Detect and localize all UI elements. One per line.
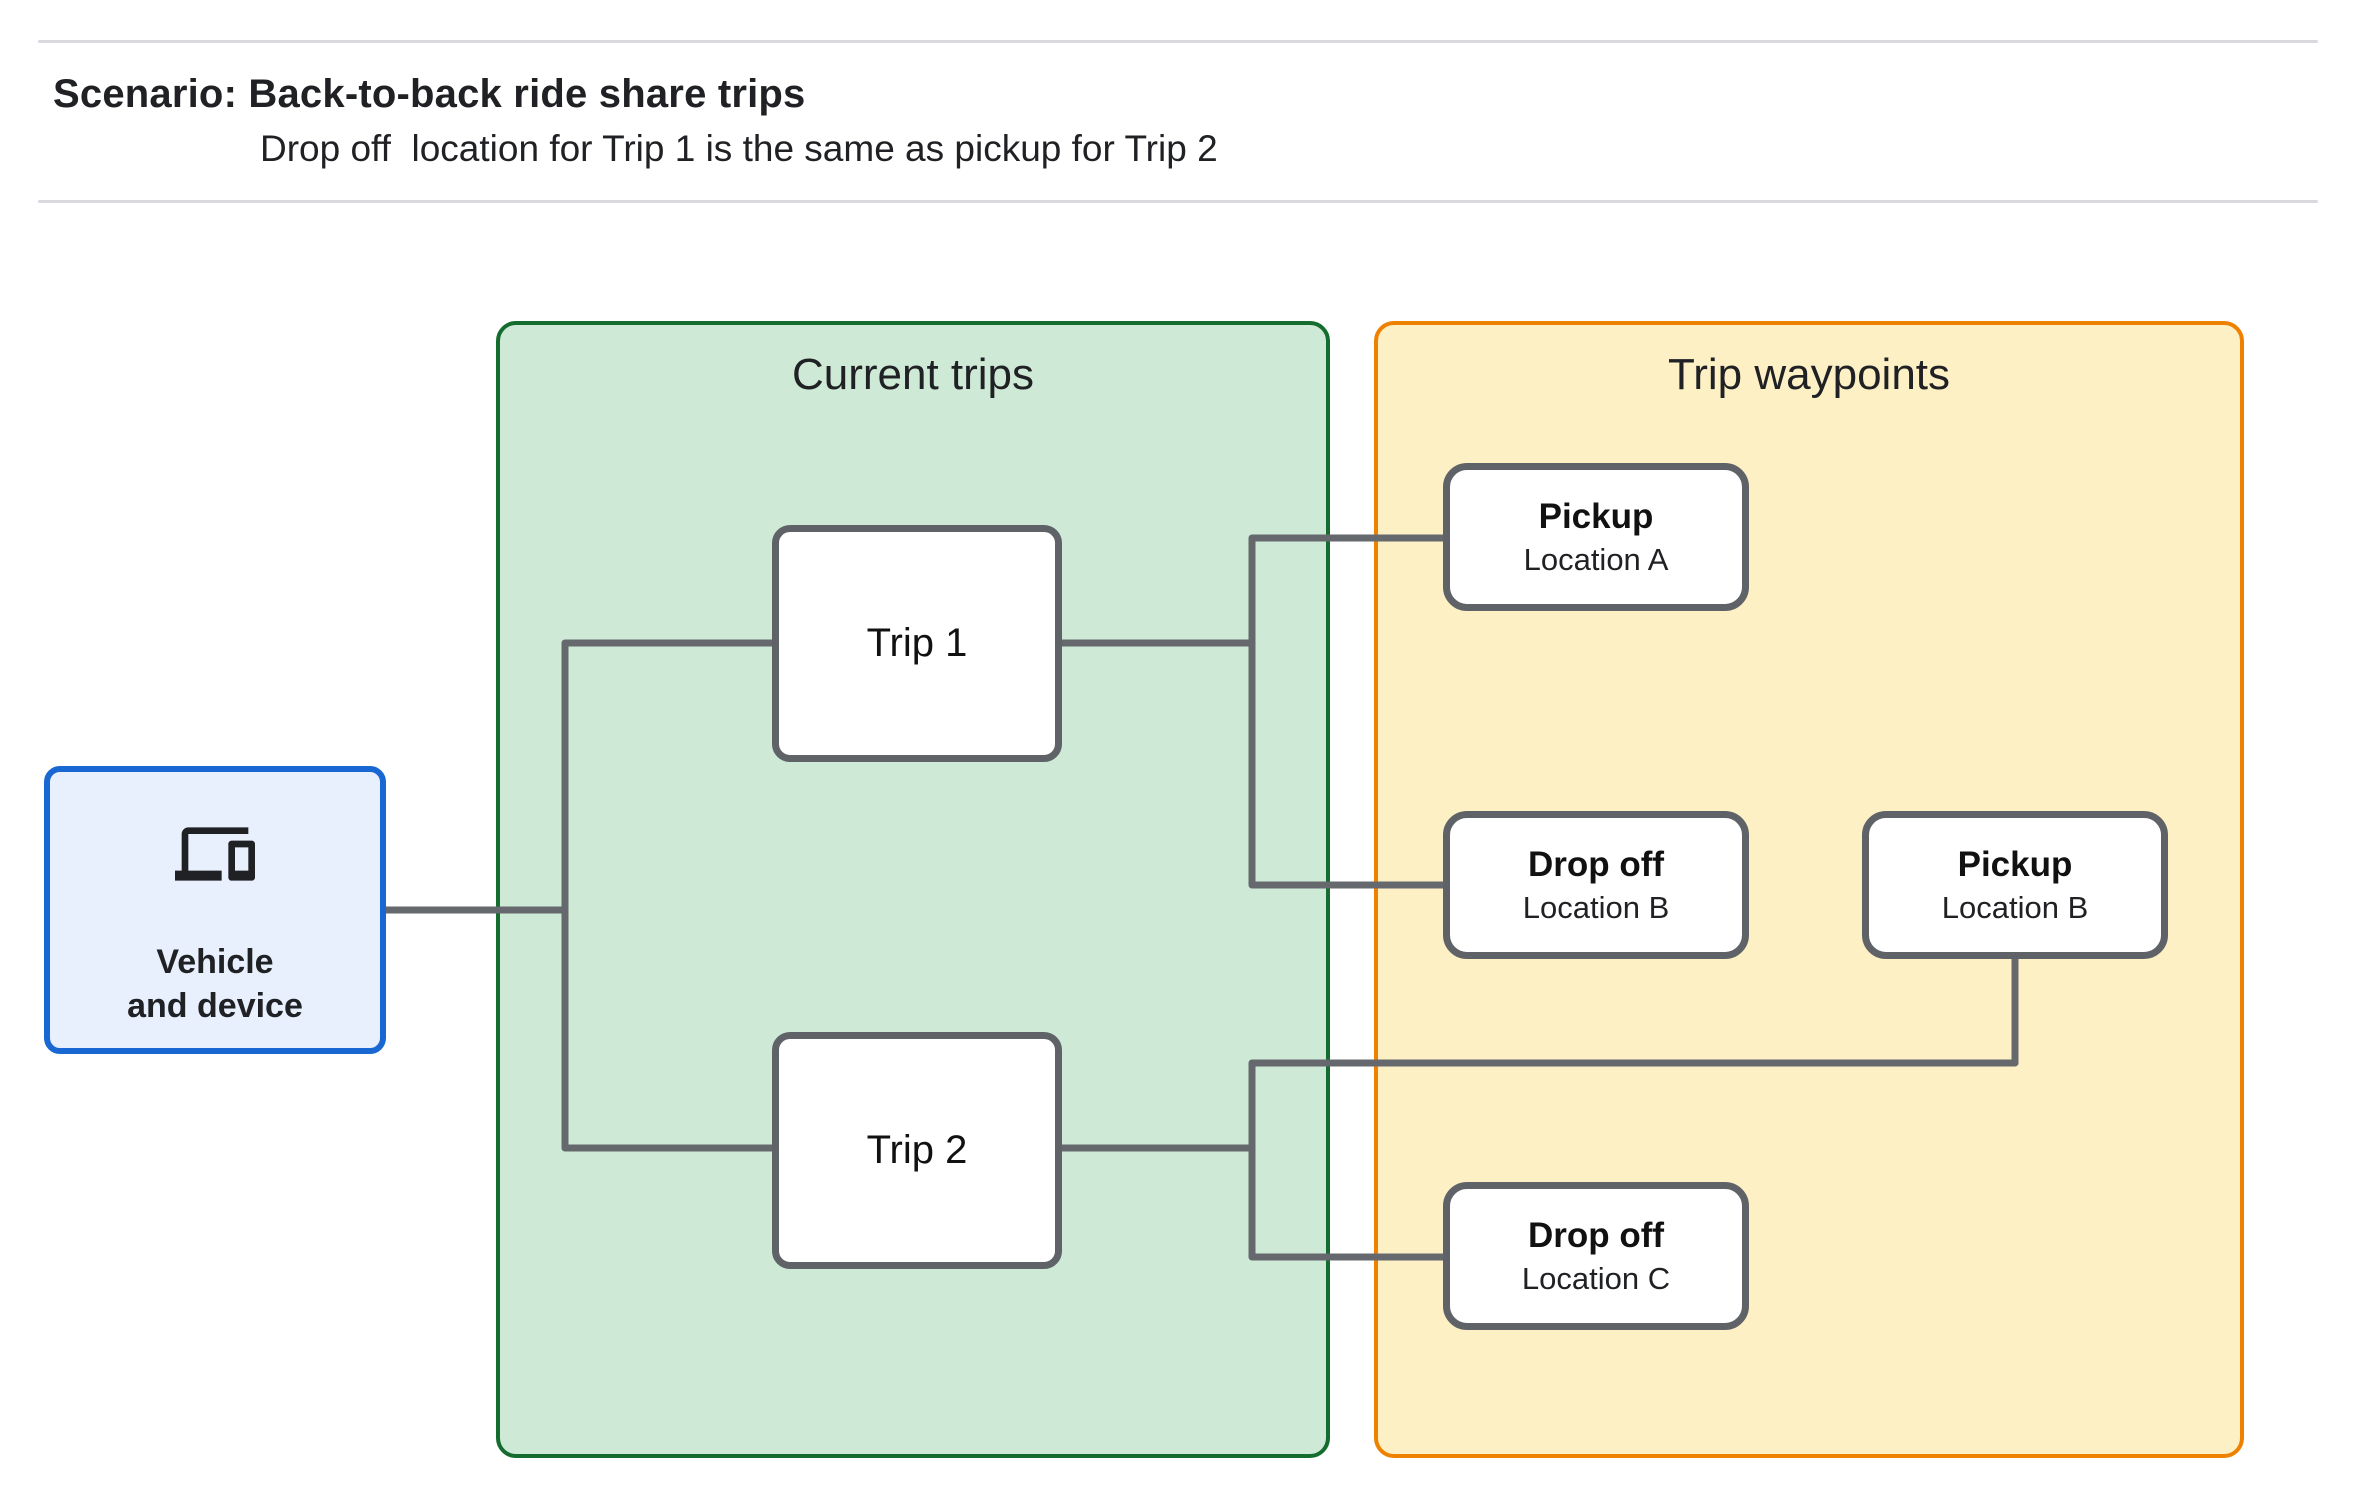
waypoint-subtitle: Location A [1523,541,1669,577]
page-subtitle: Drop off location for Trip 1 is the same… [260,128,1218,169]
header-divider [38,200,2318,203]
devices-icon [175,814,255,894]
waypoint-dropoff-location-b: Drop off Location B [1443,811,1749,959]
top-divider [38,40,2318,43]
vehicle-label-line2: and device [127,987,303,1025]
waypoint-dropoff-location-c: Drop off Location C [1443,1182,1749,1330]
waypoint-title: Pickup [1957,844,2073,884]
trip-1-label: Trip 1 [866,621,968,665]
page-title: Scenario: Back-to-back ride share trips [53,72,806,116]
connector-vehicle-to-trips [382,639,778,1152]
waypoint-subtitle: Location B [1522,889,1670,925]
trip-2-node: Trip 2 [772,1032,1062,1269]
trip-waypoints-title: Trip waypoints [1667,350,1951,399]
waypoint-pickup-location-a: Pickup Location A [1443,463,1749,611]
waypoint-subtitle: Location B [1941,889,2089,925]
vehicle-node-label: Vehicle and device [127,940,303,1028]
waypoint-title: Drop off [1527,1215,1665,1255]
trip-1-node: Trip 1 [772,525,1062,762]
connector-trip2-to-waypoints [1056,953,2019,1261]
vehicle-and-device-node: Vehicle and device [44,766,386,1054]
waypoint-title: Drop off [1527,844,1665,884]
current-trips-title: Current trips [791,350,1035,399]
waypoint-title: Pickup [1538,496,1654,536]
connector-trip1-to-waypoints [1056,534,1449,889]
trip-2-label: Trip 2 [866,1128,968,1172]
waypoint-subtitle: Location C [1521,1260,1671,1296]
waypoint-pickup-location-b: Pickup Location B [1862,811,2168,959]
vehicle-label-line1: Vehicle [156,943,274,981]
